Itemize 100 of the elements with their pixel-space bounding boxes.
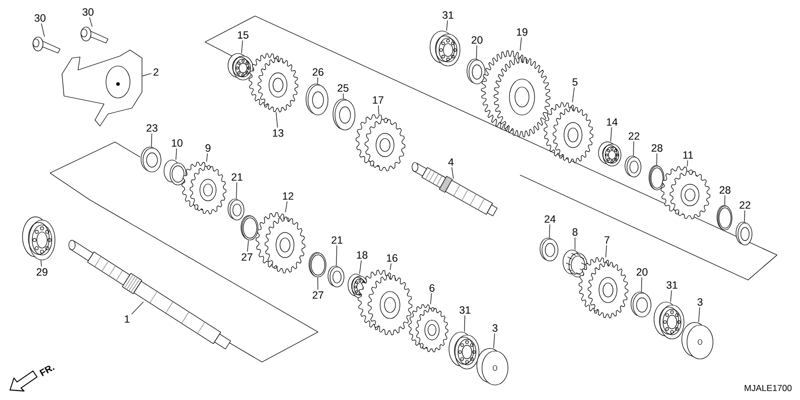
- gear-drawing: [481, 50, 550, 138]
- snap-ring-drawing: [716, 205, 732, 230]
- callout-number: 31: [666, 281, 678, 289]
- callout-number: 22: [628, 132, 640, 140]
- bolt-drawing: [80, 26, 108, 44]
- callout-number: 7: [604, 236, 610, 244]
- callout-number: 30: [82, 8, 94, 16]
- callout-number: 3: [492, 324, 498, 332]
- cap-drawing: [476, 348, 508, 386]
- leader-line: [633, 141, 634, 156]
- gear-drawing: [248, 53, 298, 112]
- callout-number: 28: [652, 144, 662, 152]
- leader-line: [241, 40, 243, 54]
- leader-line: [317, 277, 318, 290]
- leader-line: [378, 105, 380, 115]
- leader-line: [572, 87, 575, 103]
- callout-number: 4: [448, 158, 454, 166]
- direction-label: FR.: [39, 366, 55, 376]
- leader-line: [390, 263, 392, 270]
- bracket-plate-drawing: [62, 50, 142, 126]
- shaft-drawing: [68, 240, 231, 350]
- washer-drawing: [624, 156, 642, 178]
- leader-line: [41, 23, 45, 37]
- leader-line: [176, 148, 177, 160]
- gear-drawing: [182, 162, 226, 214]
- gear-drawing: [660, 166, 710, 220]
- leader-line: [206, 153, 208, 162]
- gear-drawing: [356, 114, 406, 172]
- leader-line: [451, 167, 454, 179]
- leader-line: [656, 153, 658, 166]
- leader-line: [493, 333, 495, 348]
- callout-number: 26: [312, 68, 324, 76]
- bushing-drawing: [164, 160, 186, 186]
- leader-line: [247, 240, 249, 252]
- leader-line: [520, 37, 522, 51]
- bearing-drawing: [22, 216, 56, 260]
- callout-number: 29: [36, 268, 48, 276]
- callout-number: 15: [238, 31, 248, 39]
- callout-number: 23: [146, 124, 158, 132]
- leader-line: [574, 237, 576, 250]
- gear-drawing: [358, 270, 412, 336]
- callout-number: 28: [720, 186, 730, 194]
- leader-line: [317, 77, 318, 84]
- callout-number: 8: [572, 228, 578, 236]
- leader-line: [724, 195, 726, 206]
- drawing-code: MJALE1700: [744, 384, 792, 392]
- leader-line: [641, 277, 642, 292]
- washer-drawing: [540, 238, 558, 262]
- callout-number: 2: [154, 68, 158, 76]
- callout-number: 19: [516, 28, 528, 36]
- bearing-drawing: [228, 53, 254, 80]
- snap-ring-drawing: [648, 165, 664, 190]
- leader-line: [151, 133, 152, 147]
- leader-line: [40, 260, 42, 267]
- callout-number: 31: [442, 11, 454, 19]
- callout-number: 14: [606, 118, 618, 126]
- callout-number: 21: [232, 173, 242, 181]
- leader-line: [744, 210, 746, 222]
- washer-drawing: [630, 292, 652, 318]
- callout-number: 6: [430, 284, 434, 292]
- washer-drawing: [328, 266, 344, 288]
- bearing-drawing: [654, 302, 684, 340]
- leader-line: [359, 260, 362, 274]
- callout-number: 20: [636, 268, 648, 276]
- gear-drawing: [408, 304, 448, 352]
- callout-number: 31: [460, 306, 470, 314]
- washer-drawing: [332, 98, 356, 130]
- leader-line: [446, 20, 448, 31]
- leader-line: [549, 224, 550, 238]
- needle-bearing-drawing: [562, 250, 588, 278]
- leader-line: [476, 45, 478, 59]
- callout-number: 10: [172, 139, 182, 147]
- leader-line: [236, 182, 238, 199]
- leader-line: [89, 17, 92, 27]
- leader-line: [670, 290, 672, 302]
- bearing-drawing: [598, 142, 622, 166]
- gear-drawing: [544, 102, 594, 164]
- leader-line: [464, 315, 466, 332]
- leader-line: [342, 93, 344, 99]
- callout-number: 16: [386, 254, 398, 262]
- leader-line: [285, 201, 288, 213]
- leader-line: [430, 293, 432, 304]
- washer-drawing: [228, 198, 244, 220]
- washer-drawing: [306, 84, 328, 116]
- bearing-drawing: [430, 30, 460, 66]
- callout-number: 18: [356, 251, 368, 259]
- washer-drawing: [736, 222, 752, 246]
- snap-ring-drawing: [308, 252, 326, 278]
- cap-drawing: [682, 322, 714, 360]
- gear-drawing: [256, 212, 306, 274]
- callout-number: 25: [338, 84, 348, 92]
- callout-number: 27: [242, 253, 252, 261]
- bearing-drawing: [448, 332, 480, 370]
- leader-line: [142, 73, 152, 76]
- callout-number: 22: [740, 201, 750, 209]
- callout-number: 21: [332, 236, 342, 244]
- snap-ring-drawing: [240, 215, 258, 240]
- callout-number: 24: [544, 215, 556, 223]
- callout-number: 11: [683, 151, 693, 159]
- callout-number: 27: [312, 291, 324, 299]
